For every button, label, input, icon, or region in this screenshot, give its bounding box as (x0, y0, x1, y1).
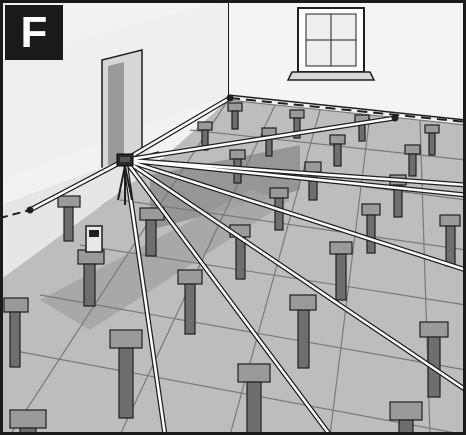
laser-beams (26, 94, 466, 435)
pedestal (9, 409, 47, 435)
pedestal (329, 134, 346, 167)
pedestal (3, 297, 29, 368)
pedestal (289, 294, 317, 369)
pedestal (269, 187, 289, 231)
pedestal (77, 249, 105, 307)
laser-device-icon (116, 153, 134, 167)
window-icon (286, 7, 376, 81)
pedestal (109, 329, 143, 419)
pedestal (177, 269, 203, 335)
floor-shadow-near (40, 190, 290, 330)
left-wall-lower (0, 150, 150, 280)
pedestal (329, 241, 353, 301)
pedestal (237, 363, 271, 435)
panel-label-box: F (5, 5, 63, 60)
floor-shadow (150, 145, 300, 230)
pedestal (439, 214, 461, 267)
laser-receiver-icon (85, 225, 103, 253)
pedestals (3, 102, 461, 435)
pedestal (404, 144, 421, 177)
pedestal (424, 124, 440, 156)
tripod-icon (117, 165, 133, 205)
pedestal (227, 102, 243, 130)
panel-label: F (20, 7, 48, 57)
pedestal (57, 195, 81, 242)
pedestal (361, 203, 381, 254)
pedestal (289, 109, 305, 139)
pedestal (389, 401, 423, 435)
